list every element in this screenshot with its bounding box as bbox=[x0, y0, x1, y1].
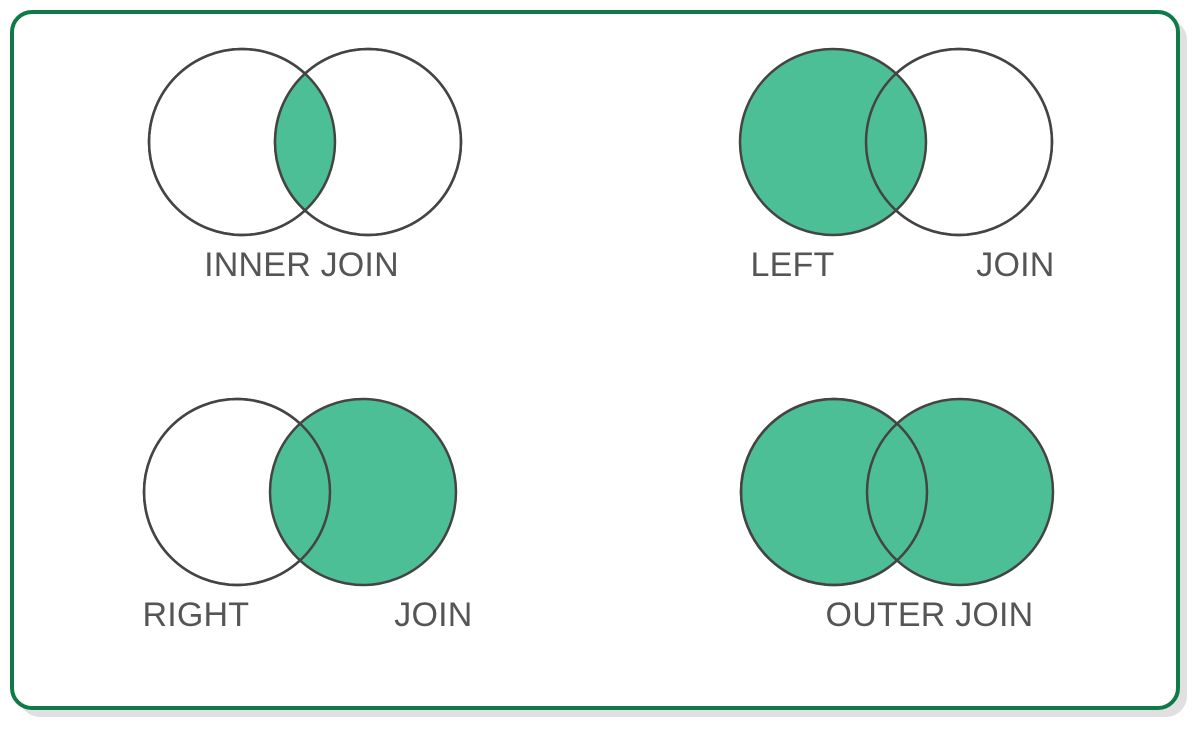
venn-label-outer-join: OUTER JOIN bbox=[760, 596, 1100, 634]
venn-label-left-join: LEFT JOIN bbox=[733, 246, 1073, 284]
venn-label-text: OUTER JOIN bbox=[825, 596, 1034, 634]
venn-diagram-grid: INNER JOIN LEFT JOIN bbox=[14, 14, 1184, 714]
venn-left-circle-outline bbox=[147, 47, 336, 237]
venn-label-text-right: JOIN bbox=[976, 246, 1055, 284]
venn-figure-inner-join bbox=[142, 42, 482, 242]
venn-cell-outer-join: OUTER JOIN bbox=[599, 364, 1184, 714]
venn-left-circle-outline bbox=[739, 397, 928, 587]
venn-figure-right-join bbox=[137, 392, 477, 592]
venn-label-inner-join: INNER JOIN bbox=[132, 246, 472, 284]
venn-label-text-left: RIGHT bbox=[142, 596, 250, 634]
venn-label-text-right: JOIN bbox=[394, 596, 473, 634]
venn-label-text-left: LEFT bbox=[750, 246, 835, 284]
venn-left-circle bbox=[738, 47, 927, 237]
venn-label-text: INNER JOIN bbox=[204, 246, 399, 284]
venn-cell-left-join: LEFT JOIN bbox=[599, 14, 1184, 364]
venn-diagram-card: INNER JOIN LEFT JOIN bbox=[10, 10, 1180, 710]
venn-right-circle-outline bbox=[864, 47, 1053, 237]
venn-cell-inner-join: INNER JOIN bbox=[14, 14, 599, 364]
venn-cell-right-join: RIGHT JOIN bbox=[14, 364, 599, 714]
venn-figure-left-join bbox=[733, 42, 1073, 242]
venn-right-circle-outline bbox=[273, 47, 462, 237]
venn-left-circle-outline bbox=[142, 397, 331, 587]
venn-figure-outer-join bbox=[734, 392, 1074, 592]
venn-label-right-join: RIGHT JOIN bbox=[137, 596, 477, 634]
venn-right-circle bbox=[268, 397, 457, 587]
venn-right-circle bbox=[865, 397, 1054, 587]
